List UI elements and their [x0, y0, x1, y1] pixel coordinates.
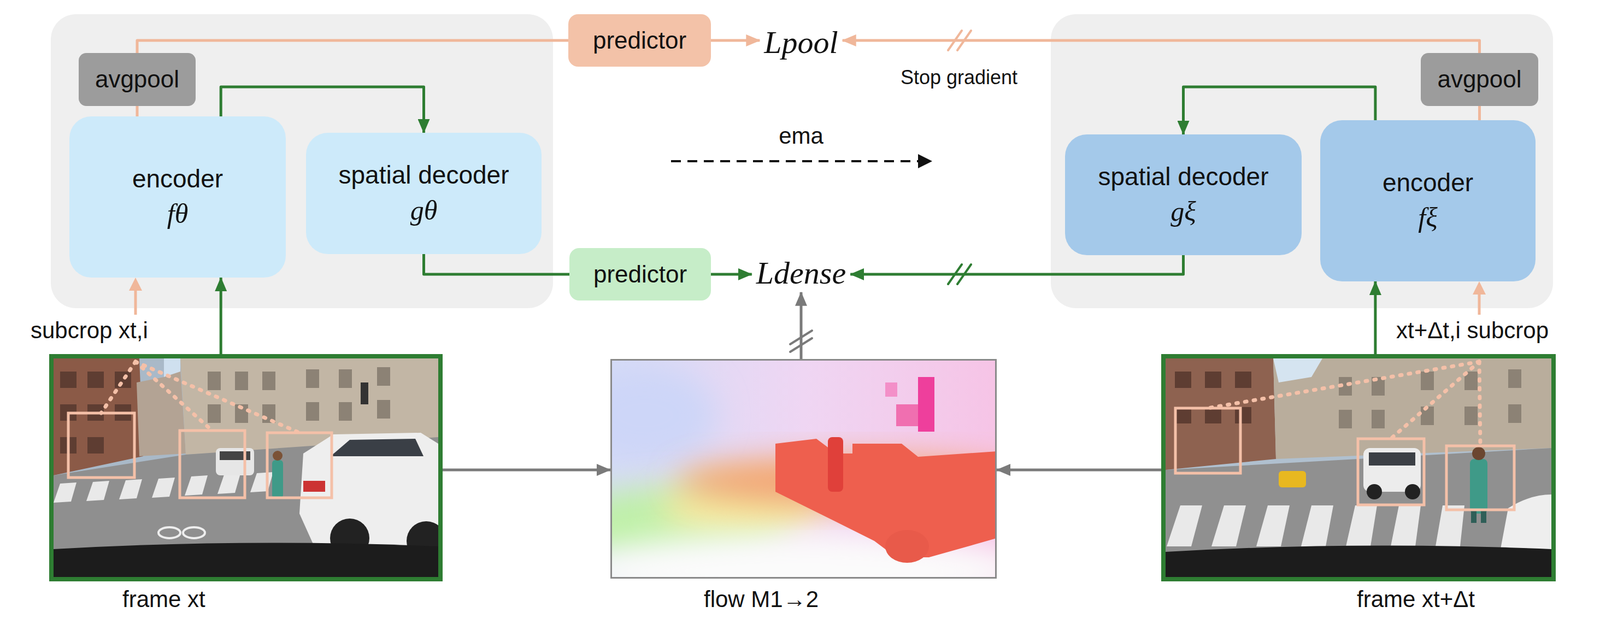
- caption: frame xt: [122, 585, 206, 614]
- connector: [850, 255, 1184, 275]
- encoder-box: encoderfξ: [1320, 120, 1536, 282]
- flow-map: flow M1→2: [610, 359, 997, 579]
- avgpool-box: avgpool: [1420, 53, 1539, 107]
- caption: frame xt+Δt: [1356, 585, 1475, 614]
- predictor-box: predictor: [568, 14, 711, 68]
- connector: [219, 277, 223, 355]
- street-photo: [53, 358, 439, 578]
- ema-arrow: [671, 154, 933, 169]
- node-label: fθ: [167, 197, 188, 231]
- node-label: encoder: [1382, 167, 1474, 198]
- loss-term: Lpool: [759, 23, 843, 62]
- connector: [710, 39, 760, 43]
- avgpool-box: avgpool: [78, 53, 196, 107]
- node-label: Ldense: [756, 254, 846, 293]
- video-frame: frame xt: [49, 354, 443, 582]
- edge-label: Stop gradient: [898, 65, 1020, 90]
- connector: [996, 468, 1162, 472]
- connector: [424, 254, 570, 275]
- predictor-box: predictor: [569, 248, 711, 302]
- connector: [800, 292, 803, 360]
- node-label: spatial decoder: [1098, 161, 1269, 192]
- connector: [710, 273, 752, 276]
- video-frame: frame xt+Δt: [1161, 354, 1556, 582]
- optical-flow-image: [612, 360, 996, 578]
- connector: [1373, 281, 1377, 355]
- decoder-box: spatial decodergξ: [1065, 134, 1302, 256]
- node-label: gθ: [410, 193, 438, 227]
- connector: [136, 106, 139, 117]
- subcrop-label: xt+Δt,i subcrop: [1396, 316, 1549, 345]
- node-label: avgpool: [95, 65, 180, 94]
- node-label: predictor: [592, 26, 687, 56]
- connector: [442, 468, 611, 472]
- encoder-box: encoderfθ: [69, 116, 286, 278]
- decoder-box: spatial decodergθ: [306, 132, 542, 255]
- connector: [137, 40, 569, 54]
- connector: [842, 40, 1480, 54]
- caption: flow M1→2: [703, 585, 819, 614]
- street-photo: [1165, 358, 1552, 578]
- node-label: fξ: [1418, 201, 1438, 234]
- loss-term: Ldense: [751, 254, 851, 293]
- node-label: gξ: [1170, 195, 1196, 228]
- node-label: spatial decoder: [338, 160, 510, 191]
- node-label: predictor: [593, 260, 687, 290]
- ema-label: ema: [778, 122, 824, 150]
- connector: [1478, 106, 1481, 121]
- node-label: avgpool: [1437, 65, 1522, 94]
- node-label: Lpool: [763, 23, 838, 62]
- subcrop-label: subcrop xt,i: [30, 316, 149, 345]
- node-label: encoder: [132, 163, 223, 194]
- model-panel: [50, 14, 1554, 309]
